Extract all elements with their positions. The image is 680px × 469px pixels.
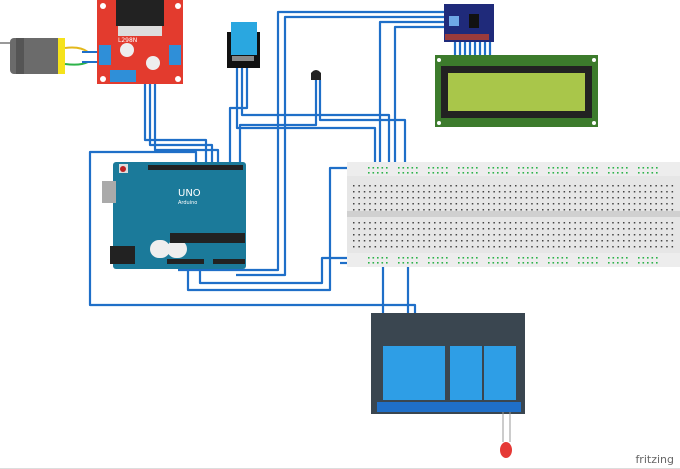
dht11-sensor (227, 22, 260, 68)
wire-14 (198, 256, 350, 285)
driver-label: L298N (118, 37, 137, 44)
led (500, 412, 512, 458)
wire-1 (148, 84, 214, 162)
i2c-module (444, 4, 494, 42)
motor-driver-l298n: L298N (97, 0, 183, 84)
breadboard (347, 162, 680, 267)
wire-12 (88, 150, 417, 318)
wire-3 (235, 68, 377, 168)
wire-5 (228, 68, 249, 162)
lcd-display (435, 55, 598, 127)
arduino-uno-label: UNO (178, 188, 201, 199)
relay-module (371, 313, 525, 414)
arduino-uno: UNO Arduino (102, 162, 246, 269)
wire-13 (186, 166, 350, 292)
wires (88, 10, 492, 318)
wire-11 (393, 25, 445, 168)
temperature-sensor (311, 70, 321, 80)
wire-2 (153, 84, 220, 162)
wire-7 (318, 80, 407, 168)
wire-8 (178, 10, 445, 272)
wire-9 (236, 15, 445, 277)
wire-10 (378, 20, 445, 168)
dc-motor (0, 38, 98, 74)
fritzing-brand: fritzing (635, 453, 674, 466)
arduino-brand-label: Arduino (178, 200, 197, 206)
